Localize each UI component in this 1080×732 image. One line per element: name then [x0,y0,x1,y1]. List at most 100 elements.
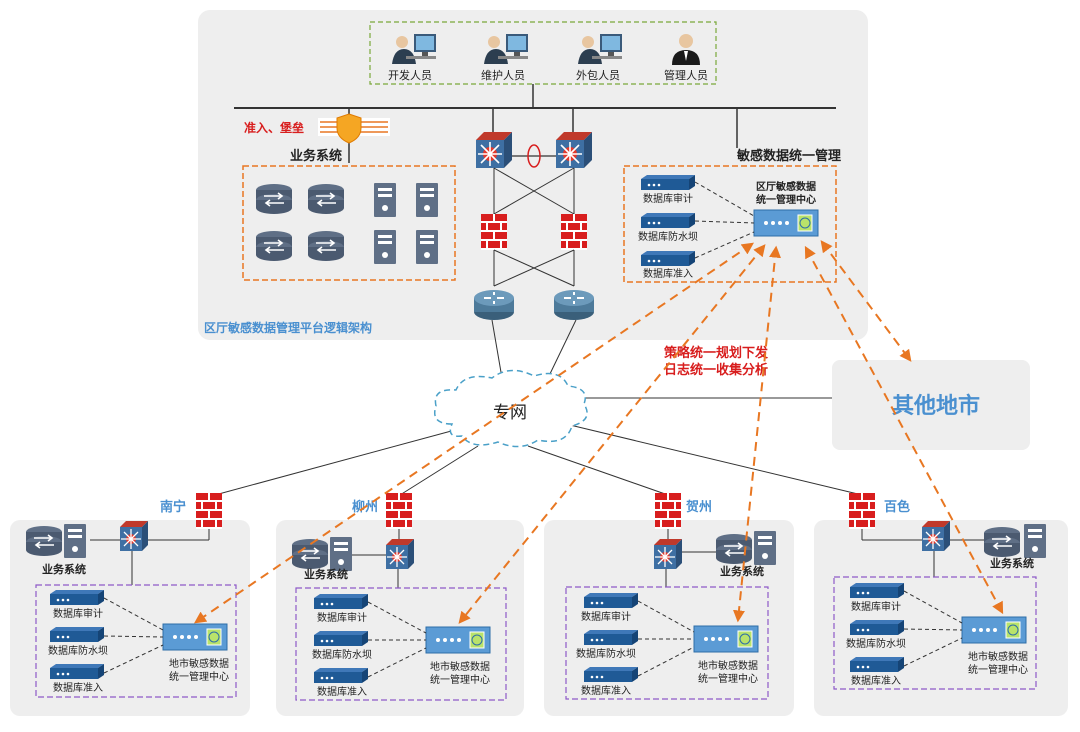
db-access-label: 数据库准入 [53,681,103,694]
redundancy-link-icon [527,144,541,168]
firewall-icon [481,214,507,250]
other-cities-label: 其他地市 [892,393,980,419]
private-net-label: 专网 [493,403,527,423]
firewall-icon [196,493,222,529]
db-firewall-device-icon [50,627,104,642]
city-center-line1: 地市敏感数据 [430,660,490,673]
database-icon [255,230,293,262]
management-center-icon [425,626,491,654]
center-title-line1: 区厅敏感数据 [756,180,816,193]
server-icon [416,230,438,264]
sensitive-mgmt-label: 敏感数据统一管理 [736,148,841,164]
db-access-device-icon [584,667,638,682]
policy-arrow-other-cities [820,240,912,362]
city-name: 南宁 [160,499,186,515]
bastion-label: 准入、堡垒 [244,120,304,135]
db-firewall-device-icon [314,631,368,646]
center-title-line2: 统一管理中心 [756,193,816,206]
db-audit-device-icon [641,175,695,190]
management-center-icon [162,623,228,651]
user-manager-label: 管理人员 [664,68,708,82]
database-icon [307,230,345,262]
switch-icon [385,538,415,570]
firewall-icon [561,214,587,250]
db-firewall-label: 数据库防水坝 [638,230,698,243]
policy-line2: 日志统一收集分析 [664,362,768,378]
database-icon [307,183,345,215]
city-name: 百色 [884,499,910,515]
db-audit-label: 数据库审计 [317,611,367,624]
db-access-label: 数据库准入 [851,674,901,687]
db-firewall-label: 数据库防水坝 [48,644,108,657]
db-access-label: 数据库准入 [581,684,631,697]
server-icon [374,230,396,264]
city-center-line2: 统一管理中心 [430,673,490,686]
router-icon [473,289,515,321]
db-audit-label: 数据库审计 [53,607,103,620]
switch-icon [653,538,683,570]
city-business-label: 业务系统 [990,556,1034,570]
city-center-line1: 地市敏感数据 [169,657,229,670]
db-access-label: 数据库准入 [643,267,693,280]
db-audit-device-icon [850,583,904,598]
city-name: 贺州 [685,499,712,515]
db-firewall-label: 数据库防水坝 [576,647,636,660]
server-icon [1024,524,1046,558]
city-center-line1: 地市敏感数据 [968,650,1028,663]
db-audit-label: 数据库审计 [643,192,693,205]
city-device-box [35,584,237,698]
city-center-line2: 统一管理中心 [698,672,758,685]
platform-caption: 区厅敏感数据管理平台逻辑架构 [204,320,372,335]
db-access-device-icon [314,668,368,683]
db-audit-device-icon [314,594,368,609]
policy-arrow-hezhou [733,245,781,623]
server-icon [64,524,86,558]
switch-icon [921,520,951,552]
db-access-label: 数据库准入 [317,685,367,698]
headquarters-panel [198,10,868,340]
business-system-label: 业务系统 [290,148,342,164]
city-business-label: 业务系统 [304,567,348,581]
database-icon [255,183,293,215]
db-audit-label: 数据库审计 [581,610,631,623]
user-maintainer-label: 维护人员 [481,68,525,82]
management-center-icon [961,616,1027,644]
database-icon [983,526,1021,558]
management-center-icon [693,625,759,653]
users-box [369,21,717,85]
bastion-shield-icon [318,113,390,144]
server-icon [374,183,396,217]
db-firewall-device-icon [641,213,695,228]
router-icon [553,289,595,321]
city-business-label: 业务系统 [720,564,764,578]
core-switch-icon [555,131,593,169]
policy-arrow-liuzhou [458,244,766,624]
city-center-line2: 统一管理中心 [968,663,1028,676]
policy-line1: 策略统一规划下发 [664,345,769,361]
firewall-icon [849,493,875,529]
firewall-icon [655,493,681,529]
server-icon [754,531,776,565]
user-developer-label: 开发人员 [388,68,432,82]
management-center-icon [753,209,819,237]
db-audit-device-icon [584,593,638,608]
db-firewall-label: 数据库防水坝 [312,648,372,661]
db-firewall-label: 数据库防水坝 [846,637,906,650]
firewall-icon [386,493,412,529]
database-icon [25,525,63,557]
core-switch-icon [475,131,513,169]
db-access-device-icon [50,664,104,679]
switch-icon [119,520,149,552]
db-access-device-icon [850,657,904,672]
db-access-device-icon [641,251,695,266]
city-center-line1: 地市敏感数据 [698,659,758,672]
db-audit-label: 数据库审计 [851,600,901,613]
db-audit-device-icon [50,590,104,605]
city-business-label: 业务系统 [42,562,86,576]
server-icon [416,183,438,217]
city-center-line2: 统一管理中心 [169,670,229,683]
db-firewall-device-icon [850,620,904,635]
user-outsourcer-label: 外包人员 [576,69,620,82]
db-firewall-device-icon [584,630,638,645]
